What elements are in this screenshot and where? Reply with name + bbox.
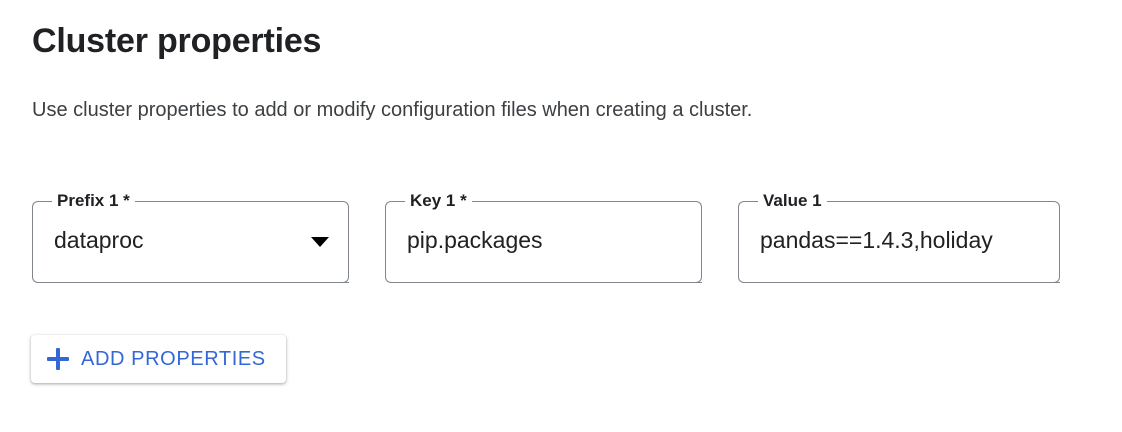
value-field-value: pandas==1.4.3,holiday <box>760 227 993 253</box>
key-input-field[interactable]: Key 1 * pip.packages <box>385 191 702 283</box>
add-properties-label: ADD PROPERTIES <box>81 348 266 370</box>
plus-icon <box>47 348 69 370</box>
key-field-label: Key 1 * <box>405 191 472 211</box>
value-field-label: Value 1 <box>758 191 827 211</box>
prefix-select-field[interactable]: Prefix 1 * dataproc <box>32 191 349 283</box>
page-description: Use cluster properties to add or modify … <box>32 99 753 121</box>
chevron-down-icon[interactable] <box>311 237 329 247</box>
add-properties-button[interactable]: ADD PROPERTIES <box>31 335 286 383</box>
prefix-field-label: Prefix 1 * <box>52 191 135 211</box>
value-input-field[interactable]: Value 1 pandas==1.4.3,holiday <box>738 191 1060 283</box>
page-title: Cluster properties <box>32 22 322 60</box>
key-field-value: pip.packages <box>407 227 543 253</box>
prefix-field-value: dataproc <box>54 227 144 253</box>
properties-row: Prefix 1 * dataproc Key 1 * pip.packages <box>32 191 1092 285</box>
